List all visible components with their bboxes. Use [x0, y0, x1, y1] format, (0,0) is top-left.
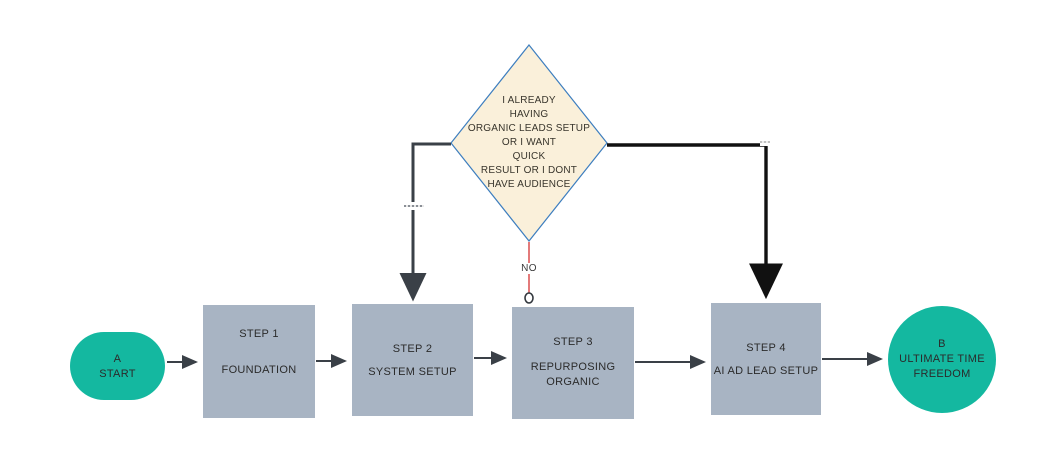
step4-label: AI AD LEAD SETUP — [713, 364, 819, 377]
step2-title: STEP 2 — [392, 342, 433, 355]
step3-label: REPURPOSING ORGANIC — [530, 361, 616, 388]
edge-label-no: NO — [513, 263, 545, 274]
step1-title: STEP 1 — [239, 327, 279, 340]
end-id: B — [938, 337, 946, 350]
node-step3: STEP 3 REPURPOSING ORGANIC — [512, 307, 634, 419]
edge-label-chip-right — [760, 138, 770, 146]
step1-label: FOUNDATION — [221, 363, 297, 376]
step4-title: STEP 4 — [746, 341, 786, 354]
start-id: A — [113, 352, 122, 365]
node-start: A START — [70, 332, 165, 400]
circle-edge-marker — [524, 292, 534, 304]
node-step4: STEP 4 AI AD LEAD SETUP — [711, 303, 821, 415]
node-end: B ULTIMATE TIME FREEDOM — [888, 306, 996, 413]
node-step2: STEP 2 SYSTEM SETUP — [352, 304, 473, 416]
edge-label-chip-left — [404, 202, 424, 210]
edge-decision-step4 — [607, 143, 783, 300]
node-step1: STEP 1 FOUNDATION — [203, 305, 315, 418]
decision-diamond — [450, 44, 608, 242]
step2-label: SYSTEM SETUP — [368, 365, 457, 378]
start-label: START — [99, 367, 136, 380]
end-label: ULTIMATE TIME FREEDOM — [899, 352, 985, 380]
step3-title: STEP 3 — [553, 336, 593, 348]
edge-decision-step2 — [399, 142, 451, 302]
